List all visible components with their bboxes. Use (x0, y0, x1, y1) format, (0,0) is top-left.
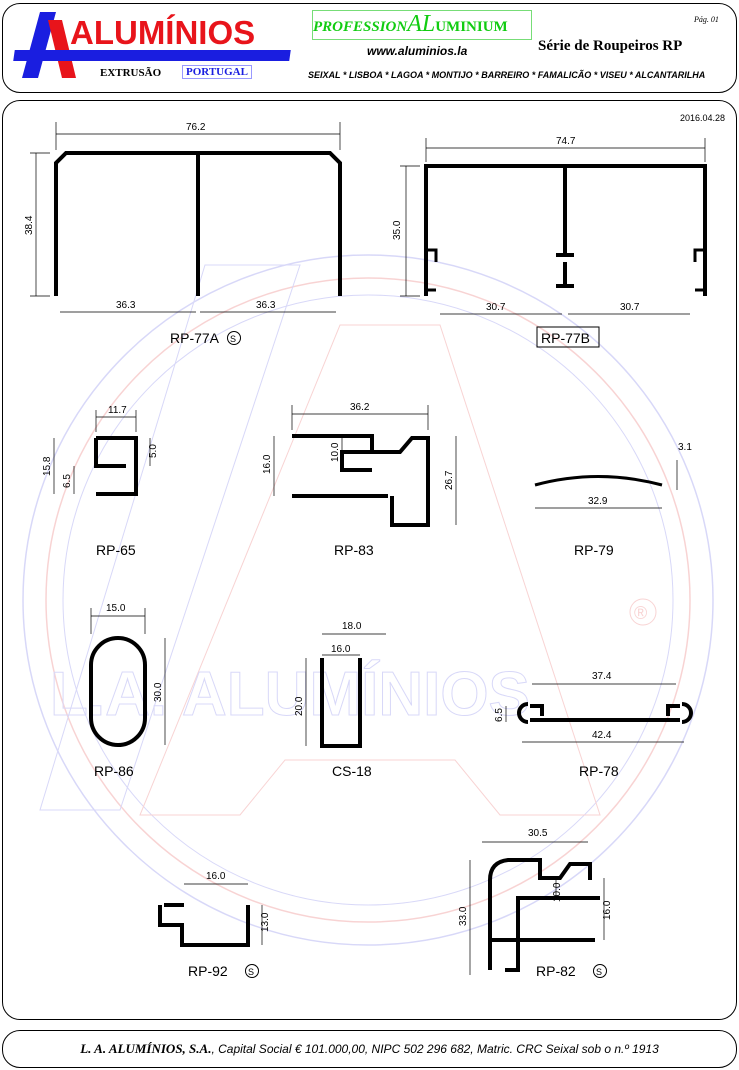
dim-label: 37.4 (592, 671, 612, 682)
dim-label: 35.0 (392, 220, 403, 240)
s-mark-icon (227, 331, 241, 345)
profile-name: RP-92 (188, 963, 228, 979)
profile-name: RP-77A (170, 330, 220, 346)
dim-label: 30.7 (486, 302, 506, 313)
dim-label: 16.0 (602, 900, 613, 920)
website[interactable]: www.aluminios.la (367, 44, 468, 58)
dim-label: 15.8 (42, 456, 53, 476)
dim-label: 33.0 (458, 906, 469, 926)
dim-label: 5.0 (148, 444, 159, 458)
watermark: L.A. ALUMÍNIOS ® (22, 254, 714, 946)
dim-label: 10.0 (330, 442, 341, 462)
profile-name: RP-65 (96, 542, 136, 558)
dimension-labels: 76.2 38.4 36.3 36.3 74.7 35.0 30.7 30.7 … (24, 122, 692, 932)
footer: L. A. ALUMÍNIOS, S.A., Capital Social € … (2, 1030, 737, 1068)
portugal-label: PORTUGAL (182, 65, 252, 79)
logo-graphic (22, 12, 76, 78)
dim-label: 30.7 (620, 302, 640, 313)
series-title: Série de Roupeiros RP (538, 38, 683, 54)
dim-label: 30.5 (528, 828, 548, 839)
dim-label: 10.0 (552, 882, 563, 902)
logo-text: ALUMÍNIOS (70, 14, 256, 51)
profile-name: RP-79 (574, 542, 614, 558)
s-mark: S (596, 967, 602, 977)
dim-label: 13.0 (260, 912, 271, 932)
dim-label: 15.0 (106, 603, 126, 614)
dim-label: 6.5 (62, 474, 73, 488)
profile-name: RP-86 (94, 763, 134, 779)
logo-part: AL (407, 11, 436, 37)
logo-part: UMINIUM (435, 19, 508, 35)
footer-company: L. A. ALUMÍNIOS, S.A. (80, 1041, 212, 1056)
drawing-area (2, 100, 737, 1020)
professional-aluminium-logo: PROFESSIONALUMINIUM (312, 10, 532, 40)
dim-label: 36.3 (256, 300, 276, 311)
dim-label: 20.0 (294, 696, 305, 716)
s-mark-icon (245, 964, 259, 978)
dim-label: 6.5 (494, 708, 505, 722)
dim-label: 36.3 (116, 300, 136, 311)
s-mark: S (230, 334, 236, 344)
registered-mark: ® (634, 603, 647, 623)
logo-part: PROFESSION (313, 19, 408, 35)
dim-label: 32.9 (588, 496, 608, 507)
profile-names: RP-77A S RP-77B RP-65 RP-83 RP-79 RP-86 … (94, 326, 619, 979)
s-mark-icon (593, 964, 607, 978)
dim-label: 16.0 (206, 871, 226, 882)
s-mark: S (248, 967, 254, 977)
date: 2016.04.28 (680, 113, 725, 123)
dim-label: 11.7 (108, 405, 127, 416)
dim-label: 18.0 (342, 621, 362, 632)
dimension-lines (30, 122, 706, 975)
dim-label: 38.4 (24, 215, 35, 235)
dim-label: 26.7 (444, 470, 455, 490)
header (2, 3, 737, 93)
dim-label: 16.0 (331, 644, 351, 655)
dim-label: 76.2 (186, 122, 206, 133)
dim-label: 16.0 (262, 454, 273, 474)
dim-label: 36.2 (350, 402, 370, 413)
footer-details: , Capital Social € 101.000,00, NIPC 502 … (211, 1042, 659, 1056)
dim-label: 42.4 (592, 730, 612, 741)
profile-name: RP-82 (536, 963, 576, 979)
dim-label: 30.0 (153, 682, 164, 702)
profile-name: RP-83 (334, 542, 374, 558)
dim-label: 3.1 (678, 442, 692, 453)
watermark-text: L.A. ALUMÍNIOS (50, 660, 530, 729)
dim-label: 74.7 (556, 136, 576, 147)
profile-name: RP-77B (541, 330, 590, 346)
profile-shapes (54, 151, 707, 972)
extrusao-label: EXTRUSÃO (100, 67, 162, 79)
profile-name-box (536, 326, 600, 348)
profile-name: RP-78 (579, 763, 619, 779)
page-number: Pág. 01 (694, 15, 719, 24)
cities-list: SEIXAL * LISBOA * LAGOA * MONTIJO * BARR… (308, 70, 706, 80)
profile-name: CS-18 (332, 763, 372, 779)
